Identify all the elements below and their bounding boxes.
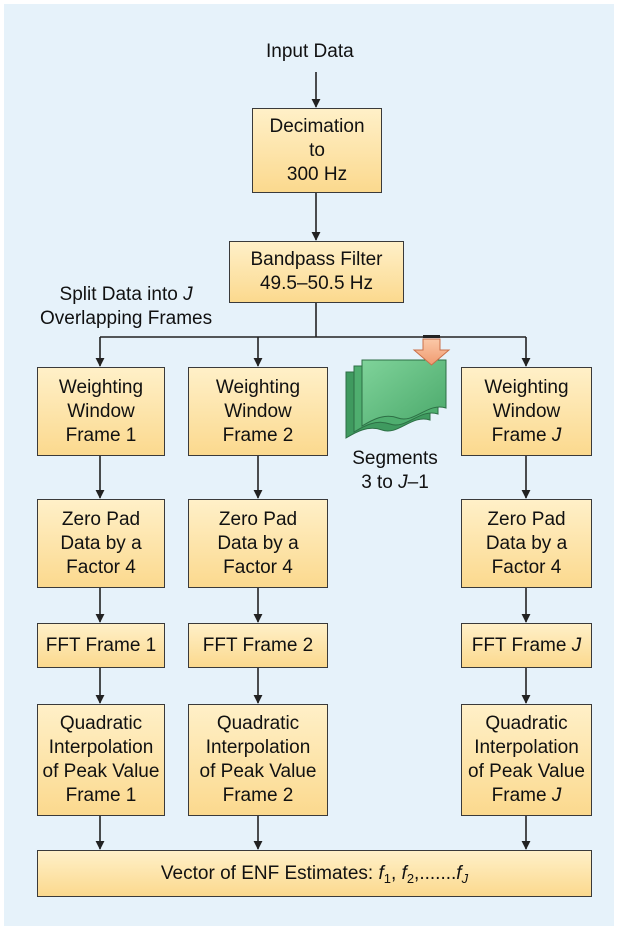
zero-pad-box-1: Zero Pad Data by a Factor 4 (37, 499, 165, 588)
quadratic-interpolation-box-j: Quadratic Interpolation of Peak Value Fr… (461, 704, 592, 816)
quadratic-interpolation-box-1: Quadratic Interpolation of Peak Value Fr… (37, 704, 165, 816)
bandpass-filter-box: Bandpass Filter 49.5–50.5 Hz (229, 241, 404, 303)
segments-stack-icon (345, 359, 447, 439)
orange-down-arrow-icon (412, 335, 451, 366)
input-data-label: Input Data (266, 41, 354, 62)
zero-pad-box-j: Zero Pad Data by a Factor 4 (461, 499, 592, 588)
segments-label: Segments 3 to J–1 (352, 448, 438, 493)
decimation-line-2: to (309, 139, 325, 161)
bandpass-line-1: Bandpass Filter (250, 249, 383, 270)
vector-label: Vector of ENF Estimates: f1, f2,.......f… (160, 862, 469, 886)
decimation-line-3: 300 Hz (286, 163, 348, 185)
fft-box-2: FFT Frame 2 (188, 623, 328, 668)
fft-box-j: FFT Frame J (461, 623, 592, 668)
weighting-window-box-2: Weighting Window Frame 2 (188, 367, 328, 456)
decimation-box: Decimation to 300 Hz (252, 108, 382, 193)
bandpass-line-2: 49.5–50.5 Hz (259, 273, 374, 294)
decimation-line-1: Decimation (269, 115, 365, 137)
split-data-label: Split Data into J Overlapping Frames (40, 284, 213, 329)
zero-pad-box-2: Zero Pad Data by a Factor 4 (188, 499, 328, 588)
vector-of-enf-estimates-box: Vector of ENF Estimates: f1, f2,.......f… (37, 850, 592, 897)
quadratic-interpolation-box-2: Quadratic Interpolation of Peak Value Fr… (188, 704, 328, 816)
fft-box-1: FFT Frame 1 (37, 623, 165, 668)
weighting-window-box-1: Weighting Window Frame 1 (37, 367, 165, 456)
weighting-window-box-j: Weighting Window Frame J (461, 367, 592, 456)
